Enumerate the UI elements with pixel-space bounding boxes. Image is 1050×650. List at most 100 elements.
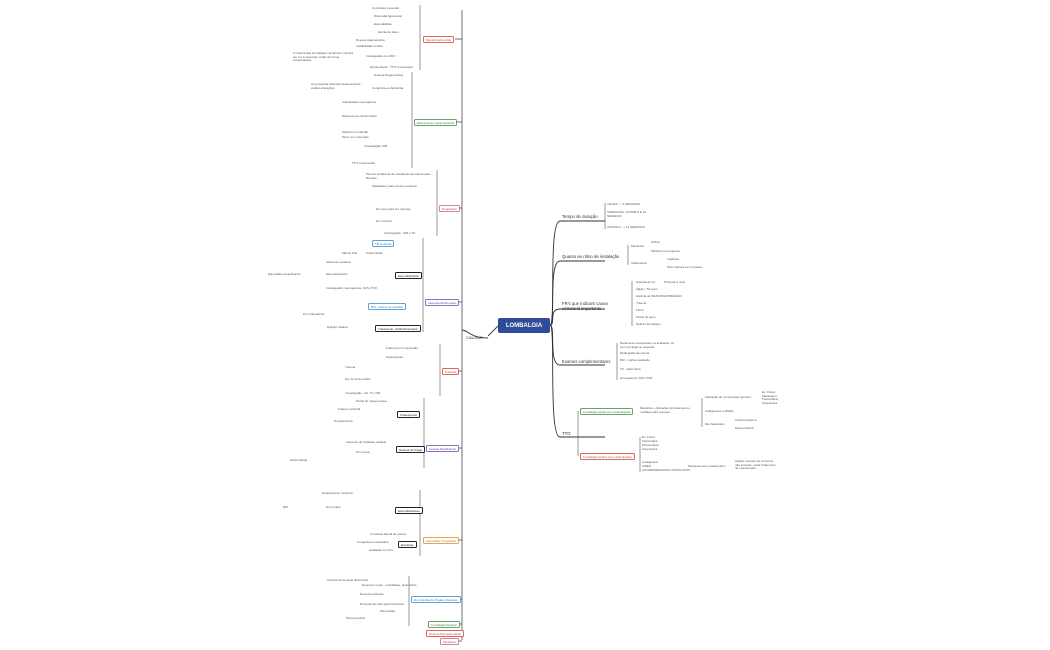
tto-agudo-sub: Aplicação de compressas quentes xyxy=(705,395,751,399)
cong-espondilo[interactable]: Espondilolistese xyxy=(395,507,423,514)
visc-item: Úlcera péptica xyxy=(346,616,366,620)
frat-item: Osteoporose xyxy=(386,355,404,359)
tto-cronica-note: Pacientes bem esclarecidos xyxy=(688,464,726,468)
tto-agudo-sub2: Ciclobenzaprina xyxy=(735,418,757,422)
cong-item: RM xyxy=(283,505,288,509)
cat-fraturas[interactable]: Fraturas xyxy=(442,368,460,375)
est-item: Estenose de canal lombar xyxy=(342,114,377,118)
inf-spond-item: Espondilite anquilosante xyxy=(268,272,301,276)
tto-agudo-sub: Analgésicos e AINES xyxy=(705,409,734,413)
neo-item: Metástases para coluna vertebral xyxy=(372,184,417,188)
tto-cronica[interactable]: Lombalgia crônica sem radiculopatia xyxy=(580,453,635,460)
tto-cronica-item: Acupuntura xyxy=(642,447,658,451)
neo-item: Dor que piora em repouso xyxy=(376,207,411,211)
tto-agudo-sub2: Ex. Físico; Massagem; Fisioterapia; Acup… xyxy=(762,390,779,405)
exame-item: TC - alternativa xyxy=(620,367,641,371)
met-osteo[interactable]: Osteoporose xyxy=(397,411,421,418)
branch-tempo[interactable]: Tempo de duração xyxy=(562,214,598,219)
branch-ritmo[interactable]: Quanto ao ritmo de instalação xyxy=(562,254,620,259)
cong-item: Congênita ou idiopática xyxy=(357,540,389,544)
cat-idiopatica[interactable]: Idiopática xyxy=(440,638,459,645)
exame-item: RM - melhor avaliação xyxy=(620,358,651,362)
est-item: Claudicação neurogênica xyxy=(342,100,376,104)
ritmo-mec-item: Súbita xyxy=(651,240,660,244)
mec-item: Hérnia discal - TTO conservador xyxy=(370,65,414,69)
est-item: Doença Degenerativa xyxy=(374,73,404,77)
inf-abscesso[interactable]: Tratamento: antibioticoterapia xyxy=(375,325,421,332)
cong-item: Deslizamento vertebral xyxy=(322,491,353,495)
tto-agudo-text: Mecânica - Aplicação do tratamento e med… xyxy=(640,406,691,414)
mec-item: Espondilólise xyxy=(374,22,392,26)
est-item: TTO conservador xyxy=(352,161,376,165)
cong-escoliose[interactable]: Escoliose xyxy=(398,541,417,548)
branch-red-flags[interactable]: FR's que indicam causa estrutural import… xyxy=(562,301,608,311)
visc-item: Pancreatite xyxy=(380,609,396,613)
red-flag-note: Procurar a noite xyxy=(664,280,686,284)
cat-postural[interactable]: Lombalgia Postural xyxy=(428,621,460,628)
frat-item: Dor de início súbito xyxy=(345,377,371,381)
inf-spond-item: Dor inflamatória xyxy=(303,312,325,316)
cat-congenitas[interactable]: Anomalias Congênitas xyxy=(423,537,460,544)
ritmo-inflamatoria: Inflamatória xyxy=(631,261,647,265)
root-node-lombalgia[interactable]: LOMBALGIA xyxy=(498,318,550,333)
cong-item: Curvatura lateral da coluna xyxy=(370,532,407,536)
neo-item: Investigação - RM e TC xyxy=(384,231,416,235)
met-paget[interactable]: Doença de Paget xyxy=(396,446,426,453)
mec-item: Investigação com RM xyxy=(366,54,395,58)
frat-item: Trauma xyxy=(345,365,356,369)
cat-neoplasias[interactable]: Neoplasias xyxy=(439,205,460,212)
inf-item: Abscesso epidural xyxy=(326,260,351,264)
tto-cronica-item: ANTIDEPRESSIVOS TRICÍCLICOS xyxy=(642,468,691,472)
branch-exames[interactable]: Exames complementares xyxy=(562,359,611,364)
red-flag-item: Febre xyxy=(636,308,644,312)
branch-tto[interactable]: TTO xyxy=(562,431,571,436)
exame-item: Radiografia da coluna xyxy=(620,351,650,355)
tto-cronica-item: Psicoterapia xyxy=(642,443,659,447)
mec-item: Hérnia de disco xyxy=(378,30,399,34)
tto-cronica-note2: Avaliar excesso de consumo não exceder; … xyxy=(735,459,776,471)
mec-item: Distensão ligamentar xyxy=(374,14,403,18)
inf-item: RM - exame de escolha xyxy=(368,303,406,310)
visc-item: Aneurisma de aorta abdominal xyxy=(327,578,368,582)
mec-item: Instabilidade lombar xyxy=(356,44,383,48)
red-flag-item: História de IMUNOSSUPRESSÃO xyxy=(636,294,682,298)
est-item: Melhora com flexão xyxy=(342,130,369,134)
tto-cronica-item: Analgésicos xyxy=(642,460,659,464)
causas-node[interactable]: CAUSAS xyxy=(466,335,483,340)
cat-infeccoes[interactable]: Infecções/Inflamação xyxy=(425,299,460,306)
inf-item: Espondilodiscite xyxy=(326,272,348,276)
cong-item: Avaliação com Rx xyxy=(369,548,393,552)
red-flag-item: Trauma xyxy=(636,301,647,305)
tto-cronica-item: AINES xyxy=(642,464,652,468)
inf-item: Investigação: Hemograma, VHS, PCR xyxy=(326,286,377,290)
met-item: Fratura vertebral xyxy=(338,407,361,411)
met-item: Aumento da fosfatase alcalina xyxy=(346,440,387,444)
cat-metabolicas[interactable]: Causas Metabólicas xyxy=(426,445,460,452)
cat-mecanicas[interactable]: Mecânicas/Lombar xyxy=(423,36,455,43)
inf-mal-pott: Mal de Pott xyxy=(342,251,358,255)
est-item: Piora com extensão xyxy=(342,135,369,139)
causas-spine-link xyxy=(461,329,489,339)
cat-estenose[interactable]: Estenose do canal vertebral xyxy=(414,119,458,126)
exame-item: Hemograma, VHS, PCR xyxy=(620,376,653,380)
cat-psicossomatica[interactable]: Doença Psicossomática xyxy=(426,630,465,637)
tto-agudo-sub2: Metocarbamol xyxy=(735,426,755,430)
ritmo-mecanica: Mecânica xyxy=(631,244,644,248)
cat-viscerais[interactable]: Dor referida de Órgãos Viscerais xyxy=(411,596,461,603)
tto-agudo-sub: Miorrelaxantes xyxy=(705,422,725,426)
ritmo-mec-item: Melhora com repouso xyxy=(651,249,681,253)
met-item: Dor óssea xyxy=(356,450,370,454)
tto-cronica-item: Ex. Físico xyxy=(642,435,656,439)
inf-item: TB vertebral xyxy=(372,240,395,247)
cong-item: Dor lombar xyxy=(326,505,341,509)
met-item: Perda de massa óssea xyxy=(356,399,387,403)
red-flag-item: Idade > 50 anos xyxy=(636,287,658,291)
visc-item: Doenças renais - nefrolitíase, pielonefr… xyxy=(362,583,417,587)
est-item: Congênita ou Adquirida xyxy=(372,86,404,90)
met-item: Deformidade xyxy=(290,458,308,462)
tto-agudo[interactable]: Lombalgia aguda sem radiculopatia xyxy=(580,408,634,415)
neo-item: Pico de incidência de neoplasias da colu… xyxy=(366,172,431,180)
est-note: Ao pesquisar doenças degenerativas - ava… xyxy=(311,82,363,90)
neo-item: Dor noturna xyxy=(376,219,392,223)
inf-spond[interactable]: Espondiloartrite xyxy=(395,272,422,279)
